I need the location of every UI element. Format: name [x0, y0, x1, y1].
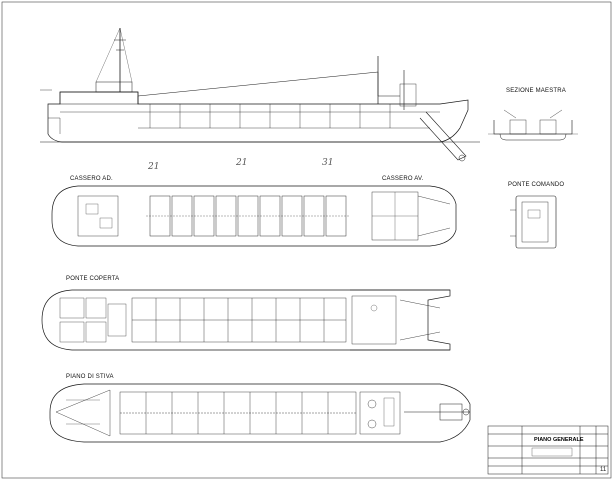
bow-ramp — [419, 111, 467, 161]
main-deck-label: PONTE COPERTA — [66, 276, 120, 282]
section-outline — [493, 120, 573, 135]
bridge-deck-label: PONTE COMANDO — [508, 182, 565, 188]
hatch-frames — [149, 104, 391, 128]
side-elevation-view — [40, 27, 480, 162]
cassero-plan-view — [51, 185, 457, 247]
bridge-outline — [515, 195, 557, 249]
title-block — [487, 425, 609, 475]
hold-plan-label: PIANO DI STIVA — [66, 374, 114, 380]
midship-section-view — [488, 109, 578, 141]
main-deck-hold-grid — [131, 297, 347, 343]
hold-hull-outline — [49, 383, 471, 443]
hold-cells — [119, 391, 357, 435]
title-block-sheet-number: 11 — [600, 467, 607, 473]
accommodation-rooms — [59, 297, 127, 343]
handwritten-mark-c: 31 — [322, 158, 334, 168]
aft-superstructure — [59, 91, 139, 105]
cassero-ad-label: CASSERO AD. — [70, 176, 113, 182]
handwritten-mark-b: 21 — [236, 158, 248, 168]
midship-section-label: SEZIONE MAESTRA — [506, 88, 567, 94]
title-block-title: PIANO GENERALE — [534, 437, 584, 443]
cassero-hull-outline — [51, 185, 457, 247]
hatch-coaming — [137, 71, 400, 104]
main-deck-view — [41, 289, 451, 351]
hold-plan-view — [49, 383, 471, 443]
cassero-av-label: CASSERO AV. — [382, 176, 424, 182]
handwritten-mark-a: 21 — [148, 162, 160, 172]
wheelhouse — [95, 81, 133, 93]
bridge-deck-view — [510, 195, 557, 249]
hull-profile — [47, 91, 469, 143]
main-deck-outline — [41, 289, 451, 351]
